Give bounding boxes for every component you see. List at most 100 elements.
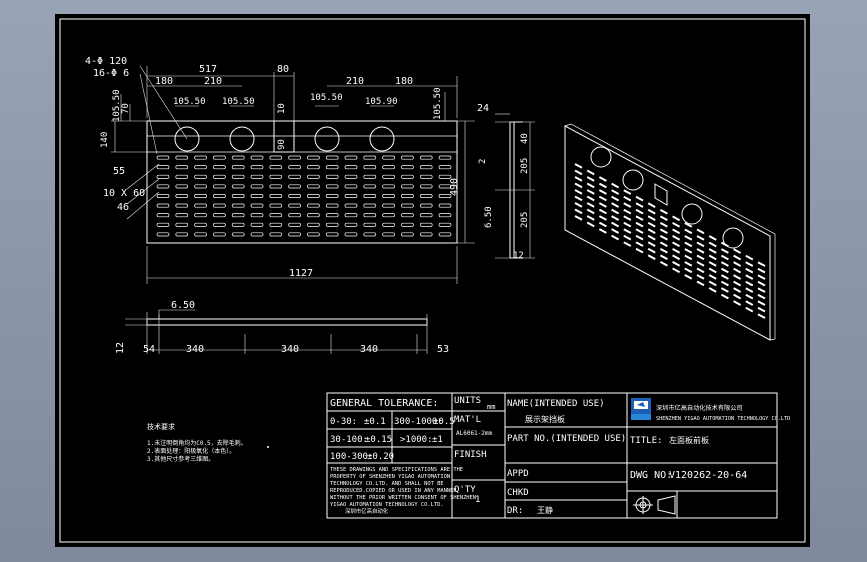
iso-slot	[672, 222, 681, 228]
iso-slot	[598, 221, 607, 228]
slot	[307, 213, 320, 218]
slot	[401, 155, 414, 160]
matl-value: AL6061-2mm	[456, 430, 493, 437]
dim-hole-offset-3: 105.50	[310, 93, 343, 103]
dim-square-height: 90	[277, 139, 287, 150]
iso-slot	[574, 182, 583, 189]
slot	[307, 203, 320, 208]
slot	[288, 213, 301, 218]
bottom-dim-height: 12	[115, 342, 126, 354]
iso-slot	[623, 241, 632, 247]
front-plate-outline	[146, 120, 458, 244]
slot	[269, 155, 283, 160]
slot	[419, 174, 433, 179]
iso-slot	[696, 248, 705, 254]
dr-value: 王静	[537, 505, 553, 515]
iso-slot	[623, 234, 632, 241]
slot	[401, 232, 414, 237]
dim-right-offset: 105.50	[433, 87, 443, 120]
slot	[213, 184, 226, 189]
title-value: 左面板前板	[669, 435, 709, 445]
company-name-en: SHENZHEN YIGAO AUTOMATION TECHNOLOGY CO.…	[656, 416, 790, 422]
slot	[213, 203, 226, 208]
iso-slot	[586, 189, 595, 195]
slot	[307, 232, 320, 237]
dim-overall-width: 1127	[289, 268, 313, 279]
slot	[363, 232, 377, 237]
iso-slot	[745, 287, 754, 293]
slot	[250, 232, 264, 237]
iso-slot	[672, 267, 681, 274]
dim-pitch-right: 210	[346, 76, 364, 87]
slot	[156, 232, 170, 237]
iso-slot	[647, 254, 656, 260]
slot	[194, 184, 207, 189]
iso-slot	[708, 274, 717, 280]
iso-slot	[708, 248, 717, 254]
slot	[363, 222, 377, 227]
slot	[288, 203, 301, 208]
slot	[194, 213, 207, 218]
slot	[194, 194, 207, 198]
iso-slot	[757, 280, 766, 287]
iso-slot	[659, 254, 668, 261]
finish-label: FINISH	[454, 450, 487, 460]
iso-slot	[574, 176, 583, 182]
hole-120	[314, 126, 340, 152]
slot	[288, 222, 301, 227]
bottom-dim-right: 53	[437, 344, 449, 355]
notes-heading: 技术要求	[147, 422, 175, 431]
slot	[269, 213, 283, 218]
tol-value-3: ±0.20	[367, 452, 394, 462]
notice-line-1: THESE DRAWINGS AND SPECIFICATIONS ARE TH…	[330, 467, 463, 473]
iso-slot	[659, 208, 668, 215]
slot	[325, 184, 339, 189]
slot	[156, 194, 170, 198]
iso-slot	[684, 254, 693, 261]
slot	[231, 232, 245, 237]
iso-slot	[672, 228, 681, 235]
slot	[269, 184, 283, 189]
iso-slot	[635, 247, 644, 254]
iso-slot	[659, 247, 668, 254]
slot	[382, 174, 395, 179]
slot	[156, 174, 170, 179]
slot	[325, 194, 339, 198]
iso-slot	[574, 208, 583, 215]
slot	[213, 155, 226, 160]
slot	[307, 194, 320, 198]
slot	[194, 232, 207, 237]
slot	[344, 222, 358, 227]
slot	[419, 184, 433, 189]
dim-hole-offset-4: 105.90	[365, 97, 398, 107]
iso-slot	[623, 208, 632, 215]
dim-top-offset-c: 140	[100, 132, 110, 148]
iso-slot	[696, 267, 705, 274]
slot	[175, 165, 189, 170]
iso-slot	[757, 293, 766, 300]
notice-line-6: YIGAO AUTOMATION TECHNOLOGY CO.LTD.	[330, 502, 444, 508]
slot	[419, 232, 433, 237]
iso-slot	[708, 280, 717, 287]
iso-slot	[623, 228, 632, 234]
slot	[156, 184, 170, 189]
iso-slot	[745, 261, 754, 267]
iso-slot	[611, 202, 620, 208]
hole-callout: 4-Φ 120	[85, 56, 127, 67]
bottom-dim-seg1: 340	[186, 344, 204, 355]
iso-slot	[647, 208, 656, 215]
hole-120	[229, 126, 255, 152]
iso-slot	[684, 261, 693, 267]
tol-range-1b: 300-1000:	[394, 417, 443, 427]
iso-slot	[623, 221, 632, 228]
slot	[401, 194, 414, 198]
iso-slot	[598, 176, 607, 182]
iso-slot	[672, 215, 681, 222]
slot	[325, 155, 339, 160]
slot	[194, 155, 207, 160]
iso-slot	[598, 228, 607, 234]
slot	[156, 213, 170, 218]
iso-slot	[586, 221, 595, 228]
company-logo	[631, 398, 651, 420]
